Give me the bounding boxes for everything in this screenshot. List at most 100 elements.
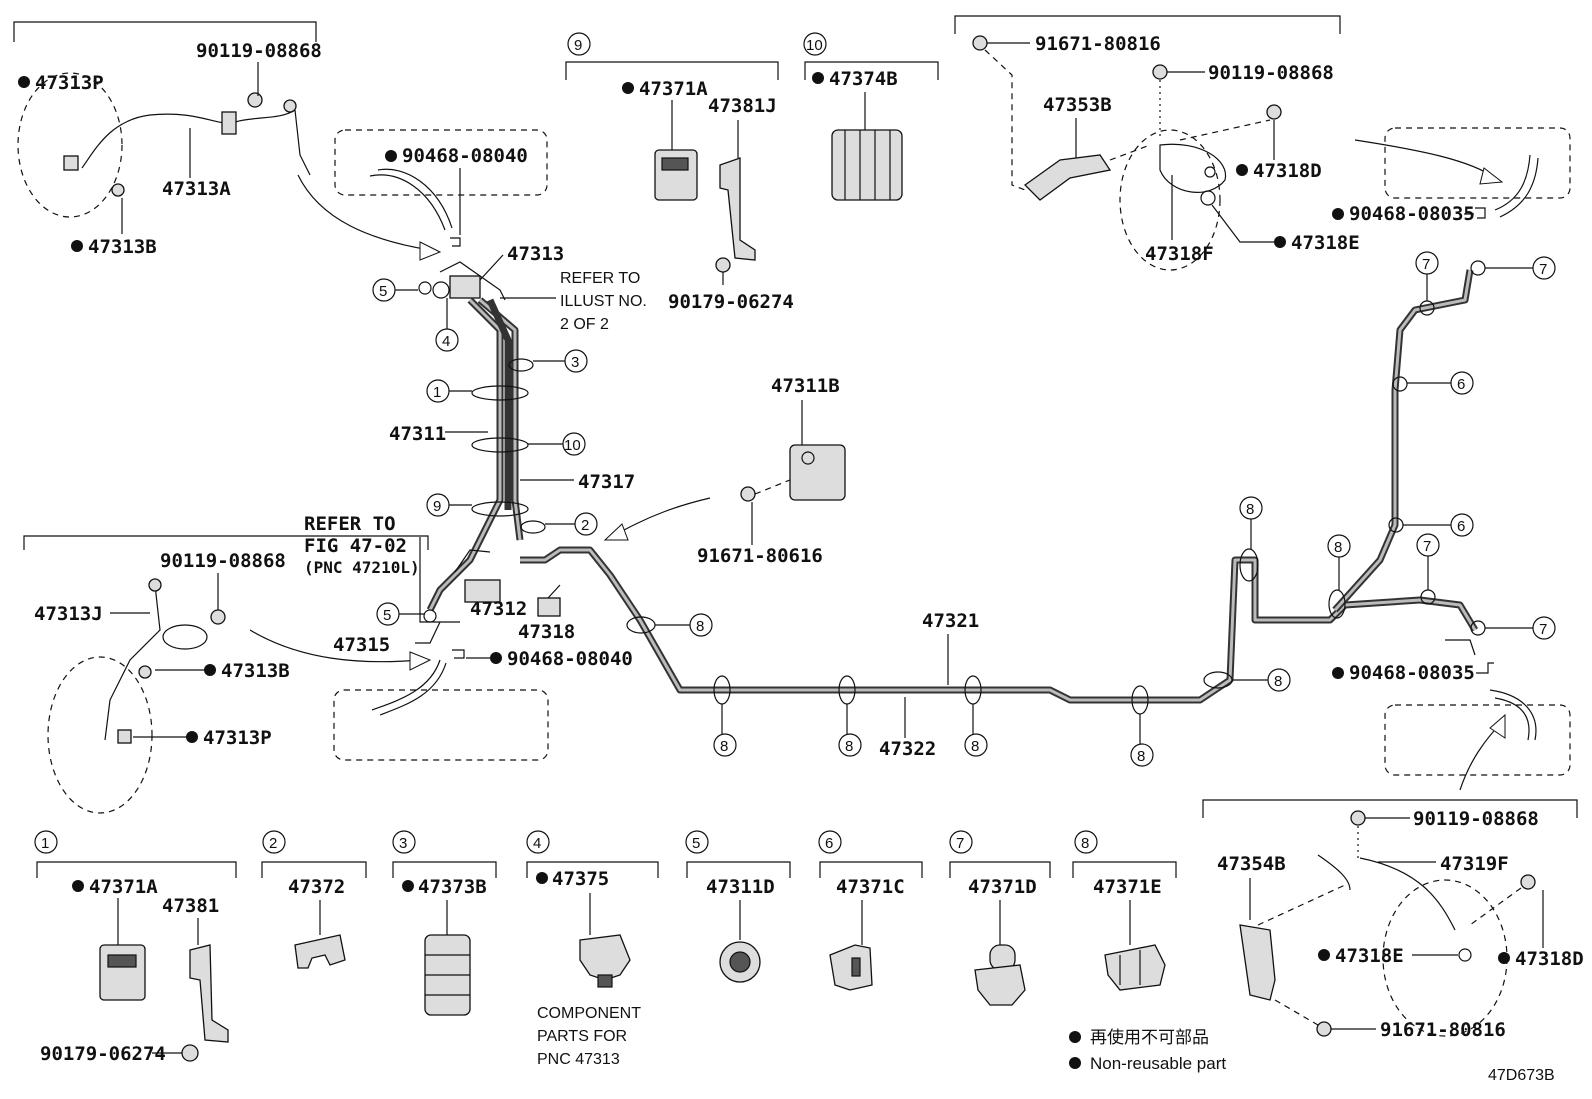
callout-7-d: 7 [1539, 621, 1547, 638]
callout-7-c: 7 [1423, 538, 1431, 555]
detail-box-right-top: 90468-08035 [1332, 127, 1571, 225]
callout-6-b: 6 [1457, 518, 1465, 535]
catalog-item-4: 4 47375 COMPONENT PARTS FOR PNC 47313 [526, 830, 659, 1068]
bolt-47313B-mid-icon [138, 665, 152, 679]
fitting-47318-icon [537, 597, 561, 617]
label-47315: 47315 [333, 634, 390, 656]
label-47313B: 47313B [88, 236, 157, 258]
callout-5-catalog: 5 [692, 835, 700, 852]
fitting-top-icon [148, 578, 162, 592]
bolt-91671-bottom-icon [1316, 1021, 1332, 1037]
bolt-91671-80616-icon [740, 486, 756, 502]
trunk-callouts: 5 4 3 1 10 9 2 5 [372, 278, 598, 626]
bullet-icon [1069, 1031, 1081, 1043]
bracket-47353B-icon [1023, 154, 1112, 201]
clamp-47371E-icon [1104, 944, 1166, 991]
callout-8-catalog: 8 [1081, 835, 1089, 852]
figure-code: 47D673B [1488, 1067, 1555, 1084]
label-47311B: 47311B [771, 375, 840, 397]
clamp-47371C-icon [829, 944, 873, 991]
label-47318D-top: 47318D [1253, 160, 1322, 182]
label-90179-06274-catalog: 90179-06274 [40, 1043, 166, 1065]
callout-1-trunk: 1 [433, 384, 441, 401]
callout-7-b: 7 [1539, 261, 1547, 278]
label-47321: 47321 [922, 610, 979, 632]
bolt-90119-top-icon [1152, 64, 1168, 80]
label-47318E-bottom: 47318E [1335, 945, 1404, 967]
bracket-icon [221, 111, 237, 135]
label-90119-08868-top: 90119-08868 [1208, 62, 1334, 84]
label-90119-08868: 90119-08868 [196, 40, 322, 62]
callout-9-trunk: 9 [433, 498, 441, 515]
callout-8-e: 8 [1137, 748, 1145, 765]
clamp-47311B-icon [789, 444, 846, 501]
label-90119-08868-mid: 90119-08868 [160, 550, 286, 572]
callout-8-d: 8 [971, 738, 979, 755]
callout-8-a: 8 [696, 618, 704, 635]
callout-2-catalog: 2 [269, 835, 277, 852]
catalog-item-1: 1 47371A 47381 90179-06274 [34, 830, 237, 1065]
callout-7-catalog: 7 [956, 835, 964, 852]
note-refer-illust-1: REFER TO [560, 270, 640, 287]
label-47354B: 47354B [1217, 853, 1286, 875]
detail-box-lower: 90468-08040 [333, 648, 633, 761]
label-47313: 47313 [507, 243, 564, 265]
group-47353B: 91671-80816 90119-08868 47353B 47318D 47… [954, 15, 1504, 271]
callout-5-top: 5 [379, 283, 387, 300]
label-47353B: 47353B [1043, 94, 1112, 116]
nut-90179-catalog-icon [181, 1044, 199, 1062]
label-90468-08035-lower: 90468-08035 [1349, 662, 1475, 684]
label-47371E: 47371E [1093, 876, 1162, 898]
legend-cn: 再使用不可部品 [1090, 1027, 1209, 1047]
bolt-90119-bottom-icon [1350, 810, 1366, 826]
label-91671-80816-bottom: 91671-80816 [1380, 1019, 1506, 1041]
label-47371D: 47371D [968, 876, 1037, 898]
main-trunk: 47313 REFER TO ILLUST NO. 2 OF 2 47311 4… [304, 243, 647, 656]
label-47375: 47375 [552, 868, 609, 890]
callout-8-h: 8 [1334, 539, 1342, 556]
callout-1-catalog: 1 [41, 835, 49, 852]
label-91671-80616: 91671-80616 [697, 545, 823, 567]
label-47311: 47311 [389, 423, 446, 445]
label-47318D-bottom: 47318D [1515, 948, 1584, 970]
callout-8-c: 8 [845, 738, 853, 755]
clip-47372-icon [294, 934, 346, 969]
bolt-47318D-top-icon [1266, 104, 1282, 120]
label-47318F: 47318F [1145, 243, 1214, 265]
label-47318E-top: 47318E [1291, 232, 1360, 254]
bolt-90119-icon [247, 92, 263, 108]
note-component-3: PNC 47313 [537, 1051, 620, 1068]
bracket-47381-icon [189, 944, 229, 1043]
callout-10-box: 10 [806, 37, 823, 54]
group-47313J: 90119-08868 47313J 47313B 47313P [23, 535, 432, 814]
label-47322: 47322 [879, 738, 936, 760]
label-90179-06274-box9: 90179-06274 [668, 291, 794, 313]
bracket-47354B-icon [1239, 924, 1276, 1001]
note-refer-illust-3: 2 OF 2 [560, 316, 609, 333]
label-90468-08040-lower: 90468-08040 [507, 648, 633, 670]
note-refer-fig-3: (PNC 47210L) [304, 558, 420, 577]
label-47313J: 47313J [34, 603, 103, 625]
note-component-1: COMPONENT [537, 1005, 641, 1022]
legend: 再使用不可部品 Non-reusable part [1069, 1027, 1226, 1073]
box-9: 9 47371A 47381J 90179-06274 [565, 32, 794, 313]
label-91671-80816-top: 91671-80816 [1035, 33, 1161, 55]
bracket-47381J-icon [719, 157, 756, 261]
label-47373B: 47373B [418, 876, 487, 898]
catalog-item-7: 7 47371D [949, 830, 1051, 1006]
catalog-item-3: 3 47373B [392, 830, 497, 1016]
callout-8-g: 8 [1246, 501, 1254, 518]
label-47381J: 47381J [708, 95, 777, 117]
callout-5-lower: 5 [383, 607, 391, 624]
callout-10-trunk: 10 [564, 437, 581, 454]
label-90468-08040-top: 90468-08040 [402, 145, 528, 167]
callout-8-f: 8 [1274, 673, 1282, 690]
label-47372: 47372 [288, 876, 345, 898]
label-47313P-mid: 47313P [203, 727, 272, 749]
note-refer-fig-2: FIG 47-02 [304, 535, 407, 557]
label-47317: 47317 [578, 471, 635, 493]
callout-3-trunk: 3 [571, 354, 579, 371]
label-47313B-mid: 47313B [221, 660, 290, 682]
nut-90179-icon [715, 257, 731, 273]
group-47313A: 47313P 90119-08868 47313A 47313B [13, 21, 442, 261]
